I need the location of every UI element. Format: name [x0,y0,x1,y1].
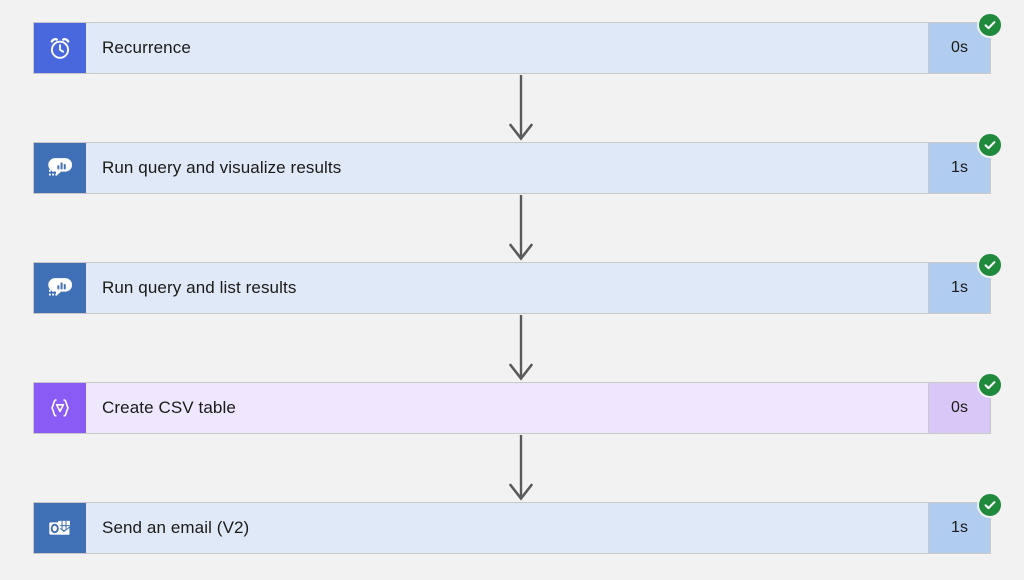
connector-icon-tile [34,143,86,193]
connector-icon-tile [34,383,86,433]
status-badge-succeeded [977,252,1003,278]
arrow-down-icon [509,75,533,141]
action-card-create-csv-table[interactable]: Create CSV table 0s [33,372,1003,434]
arrow-down-icon [509,315,533,381]
check-circle-icon [984,261,996,270]
action-card-run-query-and-visualize-results[interactable]: Run query and visualize results 1s [33,132,1003,194]
action-card-run-query-and-list-results[interactable]: Run query and list results 1s [33,252,1003,314]
check-circle-icon [984,381,996,390]
connector-arrow-2 [507,195,535,263]
action-title: Run query and list results [102,278,297,297]
action-card-send-an-email-v2[interactable]: Send an email (V2) 1s [33,492,1003,554]
connector-arrow-3 [507,315,535,383]
data-operations-icon [51,399,69,417]
status-badge-succeeded [977,12,1003,38]
connector-arrow-4 [507,435,535,503]
connector-icon-tile [34,503,86,553]
action-title: Send an email (V2) [102,518,250,537]
log-analytics-icon [48,278,73,296]
action-title: Create CSV table [102,398,236,417]
status-badge-succeeded [977,372,1003,398]
alarm-clock-icon [50,38,70,59]
log-analytics-icon [48,158,73,176]
action-title: Run query and visualize results [102,158,342,177]
connector-icon-tile [34,263,86,313]
check-circle-icon [984,501,996,510]
arrow-down-icon [509,435,533,501]
arrow-down-icon [509,195,533,261]
status-badge-succeeded [977,132,1003,158]
action-card-recurrence[interactable]: Recurrence 0s [33,12,1003,74]
connector-icon-tile [34,23,86,73]
action-duration-badge: 0s [928,23,990,73]
check-circle-icon [984,21,996,30]
status-badge-succeeded [977,492,1003,518]
check-circle-icon [984,141,996,150]
action-title: Recurrence [102,38,191,57]
connector-arrow-1 [507,75,535,143]
outlook-icon [49,520,71,536]
